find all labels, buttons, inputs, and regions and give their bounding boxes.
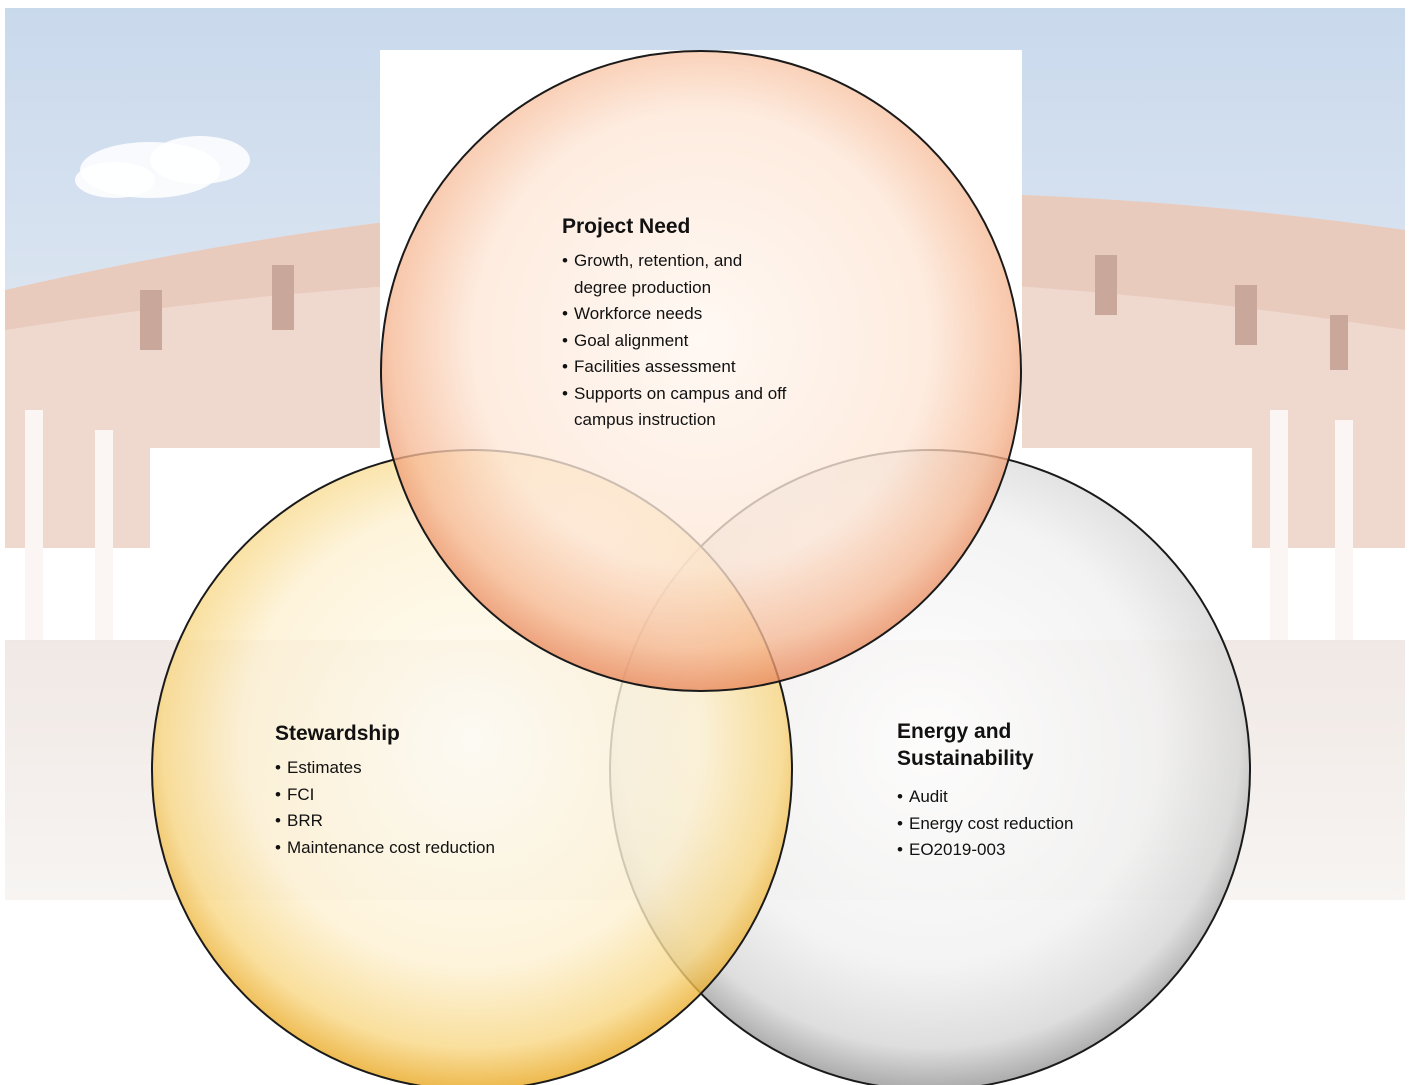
energy-list: Audit Energy cost reduction EO2019-003 xyxy=(897,784,1073,864)
list-item: Audit xyxy=(897,784,1073,811)
list-item: Growth, retention, and xyxy=(562,248,786,275)
list-item: campus instruction xyxy=(574,410,716,429)
list-item: Maintenance cost reduction xyxy=(275,835,495,862)
project-need-title: Project Need xyxy=(562,215,691,238)
list-item: degree production xyxy=(574,277,712,297)
list-item: Energy cost reduction xyxy=(897,811,1073,838)
project-need-label: Project Need Growth, retention, and degr… xyxy=(562,213,786,434)
energy-label: Energy and Sustainability Audit Energy c… xyxy=(897,718,1073,864)
energy-title-line: Sustainability xyxy=(897,747,1034,770)
list-item: Estimates xyxy=(275,755,495,782)
list-item: Facilities assessment xyxy=(562,354,786,381)
list-item: FCI xyxy=(275,782,495,809)
list-item: Goal alignment xyxy=(562,328,786,355)
energy-title-line: Energy and xyxy=(897,720,1012,743)
list-item: Supports on campus and off xyxy=(562,381,786,408)
project-need-list: Growth, retention, and degree production… xyxy=(562,248,786,434)
stewardship-title: Stewardship xyxy=(275,722,400,745)
stewardship-label: Stewardship Estimates FCI BRR Maintenanc… xyxy=(275,720,495,861)
list-item: Workforce needs xyxy=(562,301,786,328)
list-item: BRR xyxy=(275,808,495,835)
stewardship-list: Estimates FCI BRR Maintenance cost reduc… xyxy=(275,755,495,861)
list-item: EO2019-003 xyxy=(897,837,1073,864)
energy-title: Energy and Sustainability xyxy=(897,718,1073,772)
